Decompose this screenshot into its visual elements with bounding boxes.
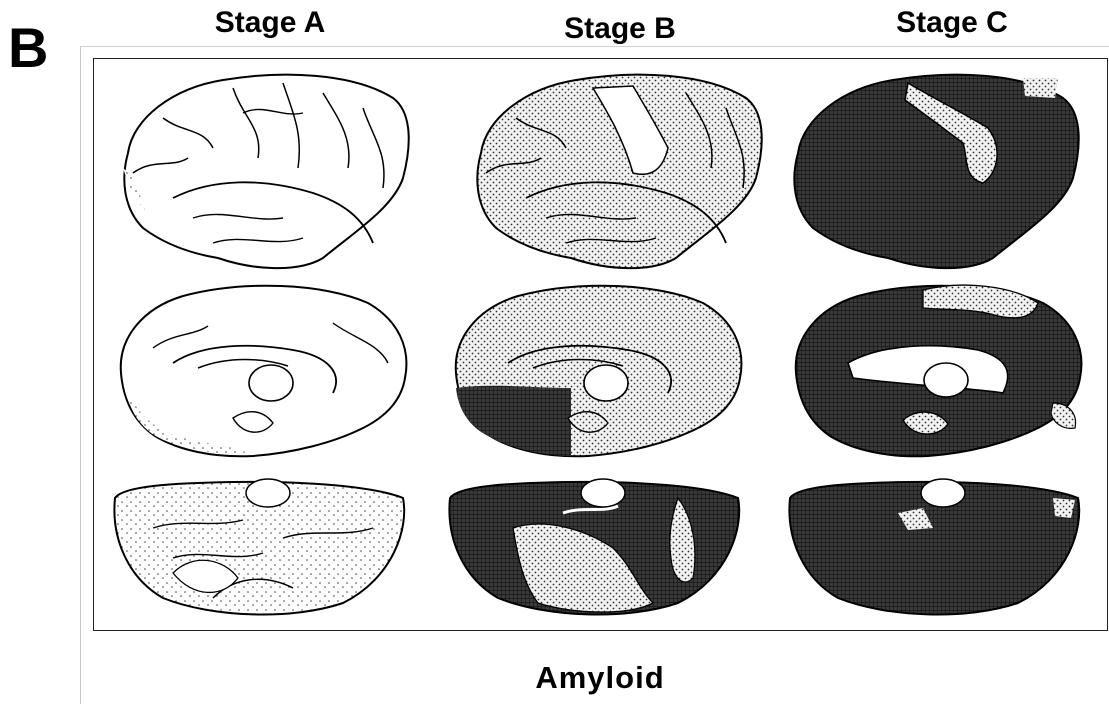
brain-medial-stage-a	[121, 286, 407, 457]
figure-caption-label: Amyloid	[480, 662, 720, 693]
brain-basal-stage-c	[789, 479, 1079, 614]
brain-staging-figure	[93, 58, 1108, 631]
stage-c-title: Stage C	[832, 8, 1072, 38]
brain-lateral-stage-a	[123, 75, 409, 268]
brain-medial-stage-c	[796, 285, 1082, 456]
left-divider	[80, 46, 81, 704]
stage-a-title: Stage A	[150, 8, 390, 38]
brain-medial-stage-b	[456, 286, 742, 457]
stage-b-title: Stage B	[500, 14, 740, 44]
brain-lateral-stage-c	[794, 75, 1078, 268]
top-divider	[80, 46, 1109, 47]
brain-basal-stage-b	[449, 479, 739, 614]
brain-basal-stage-a	[114, 479, 404, 614]
panel-letter: B	[8, 20, 48, 76]
brain-lateral-stage-b	[477, 75, 761, 268]
